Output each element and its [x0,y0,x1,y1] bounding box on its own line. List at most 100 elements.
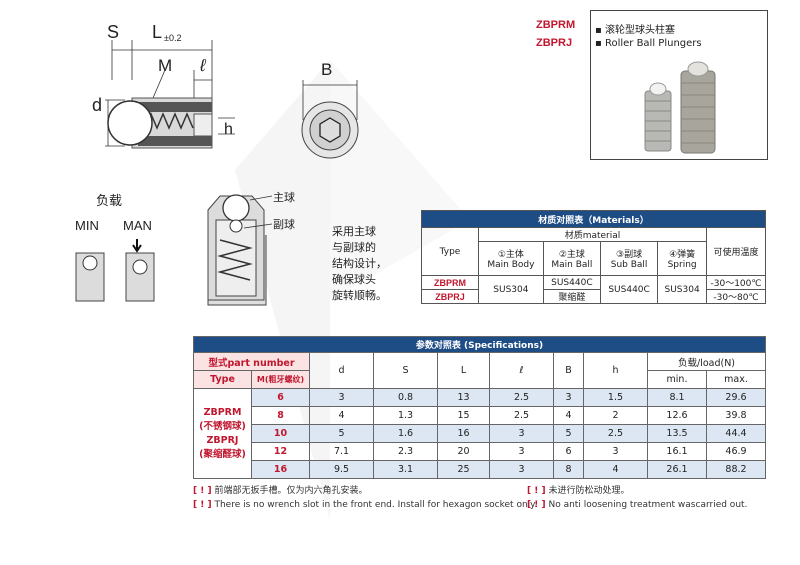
spec-s: 1.3 [373,406,438,425]
spec-s: 1.6 [373,424,438,443]
spec-h: 1.5 [582,388,649,407]
spec-b: 5 [553,424,584,443]
spec-max: 39.8 [706,406,766,425]
spec-m: 6 [251,388,310,407]
load-title: 负载 [96,194,123,209]
product-name-cn: ▪ 滚轮型球头柱塞 [595,25,675,36]
spec-m: 8 [251,406,310,425]
side-view-drawing [105,40,235,149]
spec-h: 2 [582,406,649,425]
spec-d: 7.1 [309,442,374,461]
specs-m-header: M(粗牙螺纹) [251,370,310,389]
spec-m: 16 [251,460,310,479]
spec-max: 44.4 [706,424,766,443]
materials-material-header: 材质material [478,227,707,242]
spec-ell: 3 [489,460,555,479]
spec-ell: 2.5 [489,388,555,407]
specs-col-header: L [436,352,491,389]
spec-max: 46.9 [706,442,766,461]
spec-s: 0.8 [373,388,438,407]
specs-table: 参数对照表 (Specifications) 型式part number d S… [193,336,766,479]
spec-max: 88.2 [706,460,766,479]
spec-ell: 3 [489,424,555,443]
note-1-cn: [ ! ] 前端部无扳手槽。仅为内六角孔安装。 [193,486,368,496]
dim-ell-label: ℓ [200,56,206,75]
spec-d: 5 [309,424,374,443]
materials-sub-ball: SUS440C [599,275,659,304]
spec-h: 4 [582,460,649,479]
section-drawing [207,194,273,301]
specs-type-cell: ZBPRM(不锈钢球)ZBPRJ(聚缩醛球) [193,388,252,479]
spec-min: 8.1 [647,388,707,407]
load-min-label: MIN [75,218,99,233]
specs-title: 参数对照表 (Specifications) [193,336,766,353]
note-2-cn: [ ! ] 未进行防松动处理。 [527,486,630,496]
spec-l: 25 [436,460,491,479]
dim-l-label: L [152,22,163,42]
spec-ell: 3 [489,442,555,461]
plunger-image [644,61,716,154]
dim-h-label: h [224,121,233,138]
specs-max-header: max. [706,370,766,389]
spec-max: 29.6 [706,388,766,407]
product-photo: ▪ 滚轮型球头柱塞 ▪ Roller Ball Plungers [590,10,768,160]
specs-col-header: B [553,352,584,389]
main-ball-label: 主球 [273,191,295,204]
spec-min: 26.1 [647,460,707,479]
materials-main-body: SUS304 [478,275,544,304]
spec-b: 3 [553,388,584,407]
spec-ell: 2.5 [489,406,555,425]
specs-col-header: S [373,352,438,389]
spec-b: 8 [553,460,584,479]
materials-title: 材质对照表（Materials） [421,210,766,228]
spec-d: 4 [309,406,374,425]
spec-b: 6 [553,442,584,461]
materials-temp-header: 可使用温度 [706,227,766,276]
materials-main-ball: SUS440C [542,275,601,290]
product-code-rm: ZBPRM [536,19,576,31]
spec-m: 10 [251,424,310,443]
materials-temp: -30～80℃ [706,289,766,304]
spec-h: 3 [582,442,649,461]
specs-type-header: Type [193,370,252,389]
spec-l: 13 [436,388,491,407]
front-view-drawing [301,80,359,159]
spec-l: 16 [436,424,491,443]
spec-s: 2.3 [373,442,438,461]
specs-min-header: min. [647,370,707,389]
spec-s: 3.1 [373,460,438,479]
spec-d: 9.5 [309,460,374,479]
specs-part-number-header: 型式part number [193,352,310,371]
dim-s-label: S [107,22,120,42]
spec-l: 15 [436,406,491,425]
load-description: 采用主球 与副球的 结构设计， 确保球头 旋转顺畅。 [332,225,387,302]
materials-table: 材质对照表（Materials） Type 材质material 可使用温度 ①… [421,210,766,304]
load-max-label: MAN [123,218,152,233]
spec-min: 16.1 [647,442,707,461]
dim-l-tolerance: ±0.2 [164,33,182,43]
materials-main-ball: 聚缩醛 [542,289,601,304]
spec-l: 20 [436,442,491,461]
specs-col-header: d [309,352,374,389]
materials-spring: SUS304 [657,275,707,304]
spec-m: 12 [251,442,310,461]
note-1-en: [ ! ] There is no wrench slot in the fro… [193,500,538,510]
product-code-rj: ZBPRJ [536,37,573,49]
materials-row-type: ZBPRJ [421,289,479,304]
dim-m-label: M [158,56,173,75]
specs-col-header: ℓ [489,352,555,389]
dim-b-label: B [321,60,333,79]
specs-load-header: 负载/load(N) [647,352,766,371]
spec-d: 3 [309,388,374,407]
spec-b: 4 [553,406,584,425]
materials-row-type: ZBPRM [421,275,479,290]
spec-min: 13.5 [647,424,707,443]
spec-min: 12.6 [647,406,707,425]
materials-type-header: Type [421,227,479,276]
specs-col-header: h [582,352,649,389]
product-name-en: ▪ Roller Ball Plungers [595,38,702,49]
